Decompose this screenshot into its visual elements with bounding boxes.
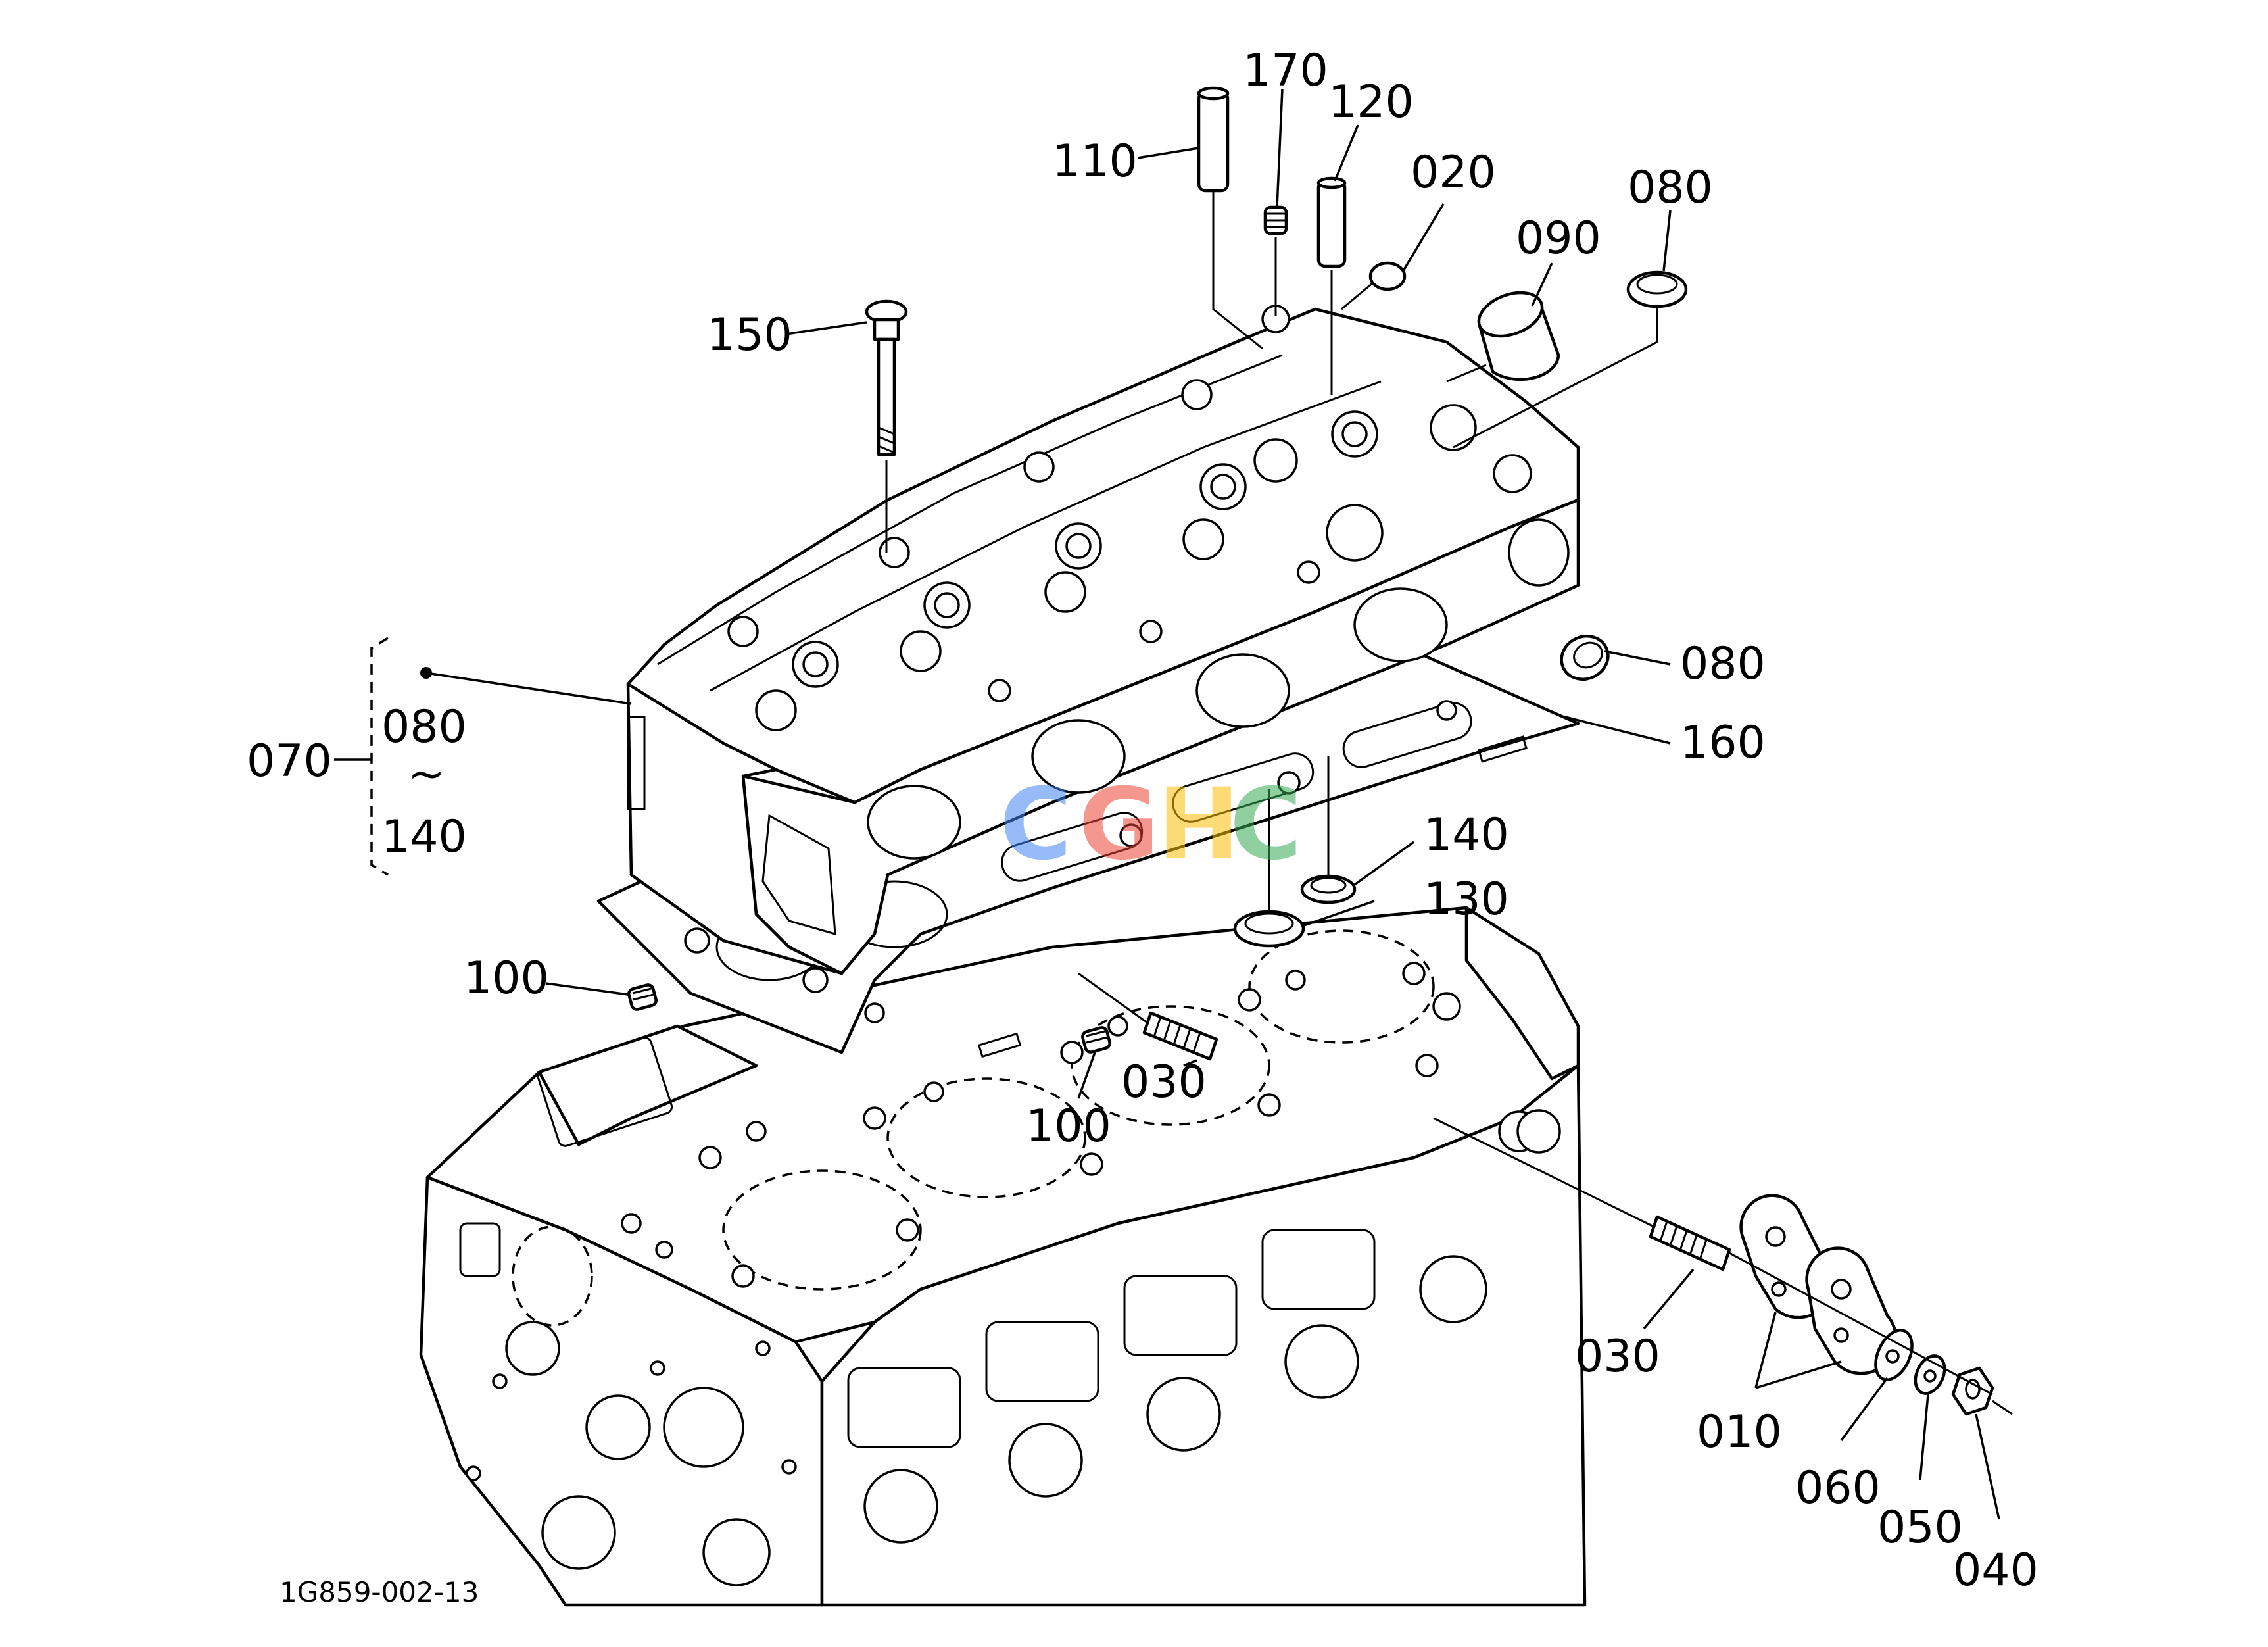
callout-range-tilde: ~ bbox=[408, 749, 445, 800]
callout-labels: 110 170 120 020 090 080 150 070 080 ~ 14… bbox=[247, 45, 2039, 1596]
watermark-letter-c2: C bbox=[1230, 768, 1302, 882]
callout-090: 090 bbox=[1516, 212, 1601, 264]
part-040-nut bbox=[1951, 1366, 2013, 1416]
callout-140: 140 bbox=[1424, 809, 1509, 861]
part-110-valve-guide bbox=[1197, 86, 1263, 350]
leader-lines bbox=[334, 88, 2000, 1520]
block-left-features bbox=[459, 1222, 797, 1586]
part-060-washer bbox=[1874, 1329, 1914, 1381]
callout-020: 020 bbox=[1411, 147, 1496, 199]
callout-040: 040 bbox=[1953, 1544, 2039, 1596]
callout-080-group: 080 bbox=[381, 701, 467, 753]
watermark-letter-c1: C bbox=[1000, 768, 1072, 882]
callout-130: 130 bbox=[1424, 873, 1509, 925]
drawing-code: 1G859-002-13 bbox=[279, 1576, 479, 1608]
callout-050: 050 bbox=[1877, 1502, 1963, 1554]
part-050-spring-washer bbox=[1914, 1354, 1946, 1395]
callout-100-left: 100 bbox=[464, 952, 549, 1004]
part-020-plug bbox=[1341, 261, 1407, 310]
part-080-right-ring bbox=[1560, 634, 1610, 681]
callout-140-group: 140 bbox=[381, 811, 467, 863]
callout-030-mid: 030 bbox=[1121, 1056, 1207, 1108]
watermark-letter-h: H bbox=[1157, 768, 1240, 882]
head-top-holes bbox=[727, 305, 1532, 731]
callout-110: 110 bbox=[1052, 135, 1138, 187]
callout-120: 120 bbox=[1328, 76, 1414, 128]
callout-060: 060 bbox=[1795, 1462, 1881, 1514]
cylinder-block bbox=[419, 906, 1587, 1607]
cylinder-head bbox=[626, 305, 1580, 975]
part-030-stud-mid bbox=[1078, 972, 1218, 1061]
callout-080-top: 080 bbox=[1628, 162, 1713, 214]
callout-010: 010 bbox=[1697, 1406, 1782, 1458]
deck-holes bbox=[621, 962, 1461, 1288]
part-130-seal bbox=[1233, 789, 1305, 948]
callout-170: 170 bbox=[1243, 45, 1328, 97]
part-150-head-bolt bbox=[865, 299, 908, 553]
part-030-stud-right bbox=[1433, 1117, 1731, 1271]
head-ports bbox=[867, 518, 1570, 860]
callout-150: 150 bbox=[707, 309, 792, 361]
callout-100-mid: 100 bbox=[1026, 1100, 1111, 1152]
callout-030-right: 030 bbox=[1575, 1331, 1660, 1383]
watermark-logo: C G H C bbox=[1000, 768, 1302, 882]
watermark-letter-g: G bbox=[1078, 768, 1159, 882]
part-100-dowel-left bbox=[627, 983, 658, 1011]
part-080-top-ring bbox=[1453, 270, 1688, 449]
part-140-seal bbox=[1300, 756, 1357, 904]
part-010-hook-b bbox=[1805, 1246, 1898, 1375]
callout-160: 160 bbox=[1680, 717, 1766, 769]
part-100-dowel-mid bbox=[1081, 1026, 1111, 1054]
callout-070: 070 bbox=[247, 735, 332, 787]
callout-080-right: 080 bbox=[1680, 638, 1766, 690]
part-090-cap bbox=[1446, 291, 1560, 383]
part-120-valve-guide bbox=[1316, 176, 1347, 395]
part-170-plug bbox=[1263, 205, 1288, 316]
